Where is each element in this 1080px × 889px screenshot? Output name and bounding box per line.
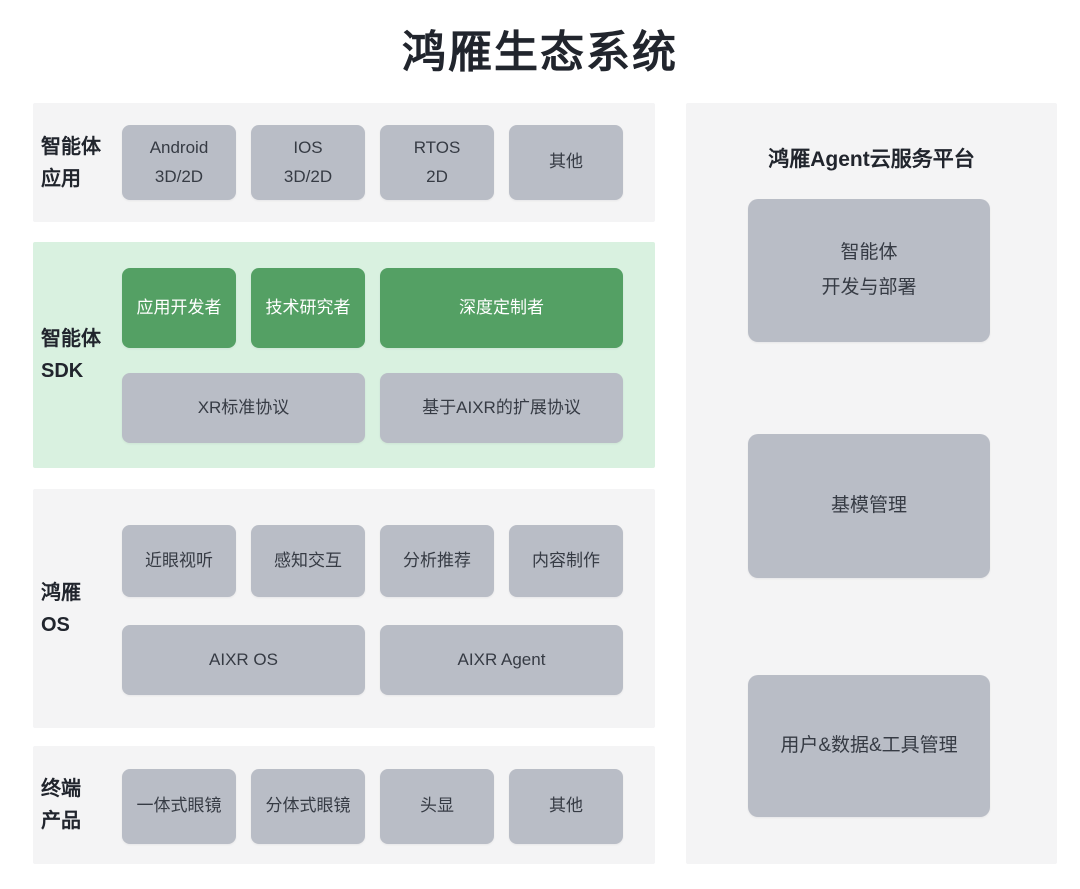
box-xr-standard-protocol: XR标准协议 <box>122 373 365 443</box>
section-hongyan-os-label: 鸿雁 OS <box>41 581 81 636</box>
section-terminal-products-label: 终端 产品 <box>41 778 81 832</box>
box-android-3d2d: Android 3D/2D <box>122 125 236 200</box>
sdk-developer-row: 应用开发者 技术研究者 深度定制者 <box>122 268 623 348</box>
section-terminal-products-content: 一体式眼镜 分体式眼镜 头显 其他 <box>122 746 655 864</box>
section-label-col: 智能体 SDK <box>33 242 122 468</box>
section-agent-sdk-label: 智能体 SDK <box>41 328 101 382</box>
section-agent-apps-content: Android 3D/2D IOS 3D/2D RTOS 2D 其他 <box>122 103 655 222</box>
os-platform-row: AIXR OS AIXR Agent <box>122 625 623 695</box>
page-title: 鸿雁生态系统 <box>402 28 678 77</box>
box-ios-3d2d: IOS 3D/2D <box>251 125 365 200</box>
os-capability-row: 近眼视听 感知交互 分析推荐 内容制作 <box>122 525 623 597</box>
panel-cloud-platform-title: 鸿雁Agent云服务平台 <box>768 148 975 171</box>
apps-row: Android 3D/2D IOS 3D/2D RTOS 2D 其他 <box>122 125 623 200</box>
box-base-model-management: 基模管理 <box>748 434 990 578</box>
section-agent-apps: 智能体 应用 Android 3D/2D IOS 3D/2D RTOS 2D 其… <box>33 103 655 222</box>
box-aixr-agent: AIXR Agent <box>380 625 623 695</box>
box-terminal-other: 其他 <box>509 769 623 844</box>
section-label-col: 智能体 应用 <box>33 103 122 222</box>
box-analysis-recommendation: 分析推荐 <box>380 525 494 597</box>
box-near-eye-av: 近眼视听 <box>122 525 236 597</box>
box-tech-researcher: 技术研究者 <box>251 268 365 348</box>
section-agent-apps-label: 智能体 应用 <box>41 135 101 190</box>
section-label-col: 终端 产品 <box>33 746 122 864</box>
box-content-creation: 内容制作 <box>509 525 623 597</box>
box-aixr-extended-protocol: 基于AIXR的扩展协议 <box>380 373 623 443</box>
box-apps-other: 其他 <box>509 125 623 200</box>
panel-cloud-platform: 鸿雁Agent云服务平台 智能体 开发与部署 基模管理 用户&数据&工具管理 <box>686 103 1057 864</box>
box-user-data-tool-management: 用户&数据&工具管理 <box>748 675 990 817</box>
box-split-glasses: 分体式眼镜 <box>251 769 365 844</box>
box-rtos-2d: RTOS 2D <box>380 125 494 200</box>
box-app-developer: 应用开发者 <box>122 268 236 348</box>
section-hongyan-os-content: 近眼视听 感知交互 分析推荐 内容制作 AIXR OS AIXR Agent <box>122 489 655 728</box>
box-hmd: 头显 <box>380 769 494 844</box>
sdk-protocol-row: XR标准协议 基于AIXR的扩展协议 <box>122 373 623 443</box>
section-agent-sdk: 智能体 SDK 应用开发者 技术研究者 深度定制者 XR标准协议 基于AIXR的… <box>33 242 655 468</box>
box-all-in-one-glasses: 一体式眼镜 <box>122 769 236 844</box>
section-agent-sdk-content: 应用开发者 技术研究者 深度定制者 XR标准协议 基于AIXR的扩展协议 <box>122 242 655 468</box>
section-hongyan-os: 鸿雁 OS 近眼视听 感知交互 分析推荐 内容制作 AIXR OS AIXR A… <box>33 489 655 728</box>
box-agent-dev-deploy: 智能体 开发与部署 <box>748 199 990 342</box>
terminal-row: 一体式眼镜 分体式眼镜 头显 其他 <box>122 769 623 844</box>
box-perception-interaction: 感知交互 <box>251 525 365 597</box>
section-label-col: 鸿雁 OS <box>33 489 122 728</box>
box-deep-customizer: 深度定制者 <box>380 268 623 348</box>
section-terminal-products: 终端 产品 一体式眼镜 分体式眼镜 头显 其他 <box>33 746 655 864</box>
box-aixr-os: AIXR OS <box>122 625 365 695</box>
